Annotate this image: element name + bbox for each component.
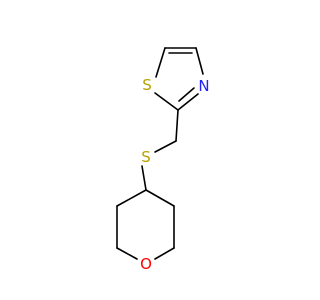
tetrahydropyran-ring bbox=[116, 189, 175, 260]
bond-c4-c5 bbox=[145, 189, 175, 207]
bond-c2-ch2 bbox=[175, 109, 179, 142]
ring-oxygen-label: O bbox=[140, 255, 152, 273]
bond-s-c4 bbox=[141, 165, 147, 191]
bond-n3-c2-double bbox=[178, 87, 195, 102]
bond-ch2-s bbox=[154, 140, 177, 153]
bond-c3-c4 bbox=[116, 189, 147, 207]
molecule-structure-diagram: S N S O bbox=[116, 47, 210, 273]
thiazole-sulfur-label: S bbox=[142, 76, 152, 94]
bond-c2-s1 bbox=[154, 92, 179, 111]
thioether-sulfur-label: S bbox=[141, 148, 151, 166]
bond-n3-c2 bbox=[177, 93, 199, 111]
bond-c4-n3 bbox=[195, 47, 204, 75]
thiazole-ring bbox=[154, 47, 204, 111]
methylene-thioether-linker bbox=[141, 109, 179, 191]
bond-o1-c2 bbox=[116, 247, 138, 260]
bond-s1-c5 bbox=[155, 47, 166, 78]
thiazole-nitrogen-label: N bbox=[198, 77, 209, 95]
bond-c6-o1 bbox=[154, 247, 175, 260]
